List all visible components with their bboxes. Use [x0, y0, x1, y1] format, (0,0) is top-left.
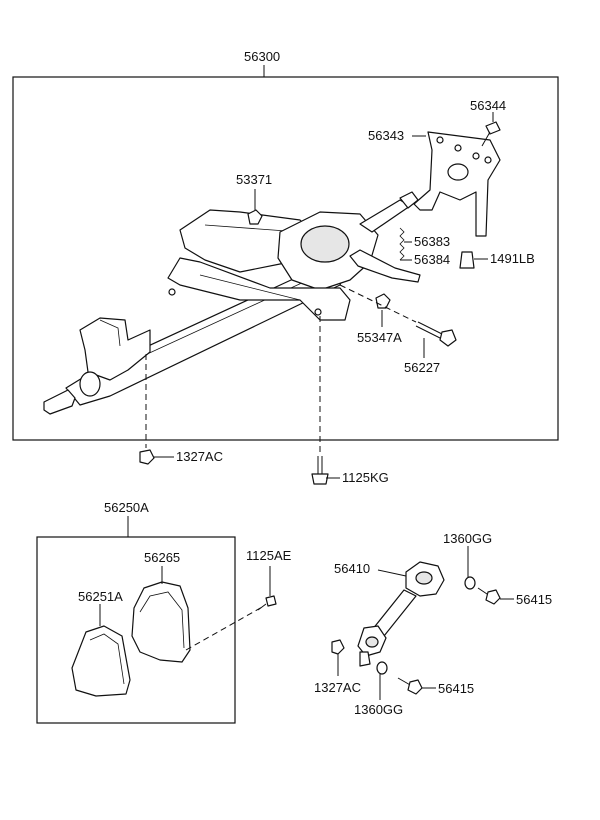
label-1327AC-bottom: 1327AC: [314, 680, 361, 695]
tilt-housing-bore: [300, 225, 350, 263]
assembly-frame: [12, 76, 559, 441]
lower-mount-bracket: [167, 257, 351, 321]
shroud-frame: [36, 536, 236, 724]
nut-1327AC-bottom: 1327AC: [314, 639, 361, 695]
upper-yoke-bore: [415, 571, 433, 585]
label-56415-bottom: 56415: [438, 681, 474, 696]
spring-56383-coil: [399, 227, 405, 261]
label-56300: 56300: [244, 49, 280, 64]
spring-56383: 56383 56384: [399, 227, 450, 267]
bracket-56343-hole-2: [484, 156, 492, 164]
steering-column-assembly-group: 56300: [12, 49, 559, 441]
bolt-56227-head: [439, 329, 457, 347]
mount-hole-right: [314, 308, 322, 316]
steering-column-body: [43, 191, 421, 415]
column-shaft-end: [43, 389, 76, 415]
screw-1125AE: 1125AE: [246, 548, 292, 611]
column-lower-bracket: [79, 317, 151, 381]
lower-shroud-56251A-edge: [89, 633, 125, 685]
nut-1327AC-top-shape: [139, 449, 155, 465]
leader-56410: [377, 569, 407, 577]
label-1491LB: 1491LB: [490, 251, 535, 266]
bolt-1125KG-head: [311, 473, 329, 485]
label-56251A: 56251A: [78, 589, 123, 604]
bolt-56227: 56227: [339, 284, 457, 375]
bracket-56343: 56343: [368, 128, 501, 237]
tilt-lever: [349, 249, 421, 283]
label-55347A: 55347A: [357, 330, 402, 345]
nut-1327AC-top: 1327AC: [139, 354, 223, 465]
bracket-56343-ring: [447, 163, 469, 181]
bolt-56227-shank-2: [415, 325, 445, 341]
column-lower-bracket-line: [99, 319, 121, 347]
mount-hole-left: [168, 288, 176, 296]
label-53371: 53371: [236, 172, 272, 187]
label-1360GG-top: 1360GG: [443, 531, 492, 546]
upper-shroud-56265: [131, 581, 191, 663]
label-56415-top: 56415: [516, 592, 552, 607]
bolt-56415-bottom: 56415: [397, 677, 474, 696]
label-56265: 56265: [144, 550, 180, 565]
bolt-1125KG: 1125KG: [311, 316, 389, 485]
upper-shaft: [359, 199, 411, 233]
cap-1491LB: 1491LB: [459, 251, 535, 269]
bolt-56344-head: [485, 121, 501, 135]
label-1360GG-bottom: 1360GG: [354, 702, 403, 717]
bolt-56415-top: 56415: [477, 587, 552, 607]
upper-shroud-56265-edge: [139, 591, 185, 649]
washer-1360GG-top-shape: [464, 576, 476, 590]
lower-mount-bracket-line: [199, 274, 301, 301]
label-56384: 56384: [414, 252, 450, 267]
label-56343: 56343: [368, 128, 404, 143]
washer-1360GG-top: 1360GG: [443, 531, 492, 590]
washer-1360GG-bottom: 1360GG: [354, 661, 403, 717]
nut-1327AC-bottom-shape: [331, 639, 345, 655]
washer-1360GG-bottom-shape: [376, 661, 388, 675]
nut-55347A-shape: [375, 293, 391, 309]
bracket-56343-hole-1: [436, 136, 444, 144]
label-56344: 56344: [470, 98, 506, 113]
nut-55347A: 55347A: [357, 293, 402, 345]
screw-1125AE-head: [265, 595, 277, 607]
label-56227: 56227: [404, 360, 440, 375]
bolt-56344-shank: [481, 131, 491, 147]
label-56250A: 56250A: [104, 500, 149, 515]
column-ring: [79, 371, 101, 397]
screw-1125AE-shank: [257, 603, 267, 611]
label-1125AE: 1125AE: [246, 548, 292, 563]
nut-53371-shape: [247, 209, 263, 225]
bolt-56415-top-head: [485, 589, 501, 605]
column-shroud-group: 56250A 56265 56251A: [36, 500, 265, 724]
cap-1491LB-shape: [459, 251, 475, 269]
bolt-56415-bottom-head: [407, 679, 423, 695]
bolt-56227-axis: [339, 284, 417, 323]
screw-1125AE-axis: [185, 605, 265, 651]
bracket-56343-hole-4: [472, 152, 480, 160]
label-1125KG: 1125KG: [342, 470, 389, 485]
lower-yoke-bore: [365, 636, 379, 648]
lower-joint: [359, 651, 371, 667]
intermediate-shaft-56410: 56410: [334, 561, 445, 667]
nut-53371: 53371: [236, 172, 272, 225]
lower-shroud-56251A: [71, 625, 131, 697]
label-1327AC-top: 1327AC: [176, 449, 223, 464]
bracket-56343-hole-3: [454, 144, 462, 152]
bolt-56344: 56344: [470, 98, 506, 147]
label-56383: 56383: [414, 234, 450, 249]
label-56410: 56410: [334, 561, 370, 576]
